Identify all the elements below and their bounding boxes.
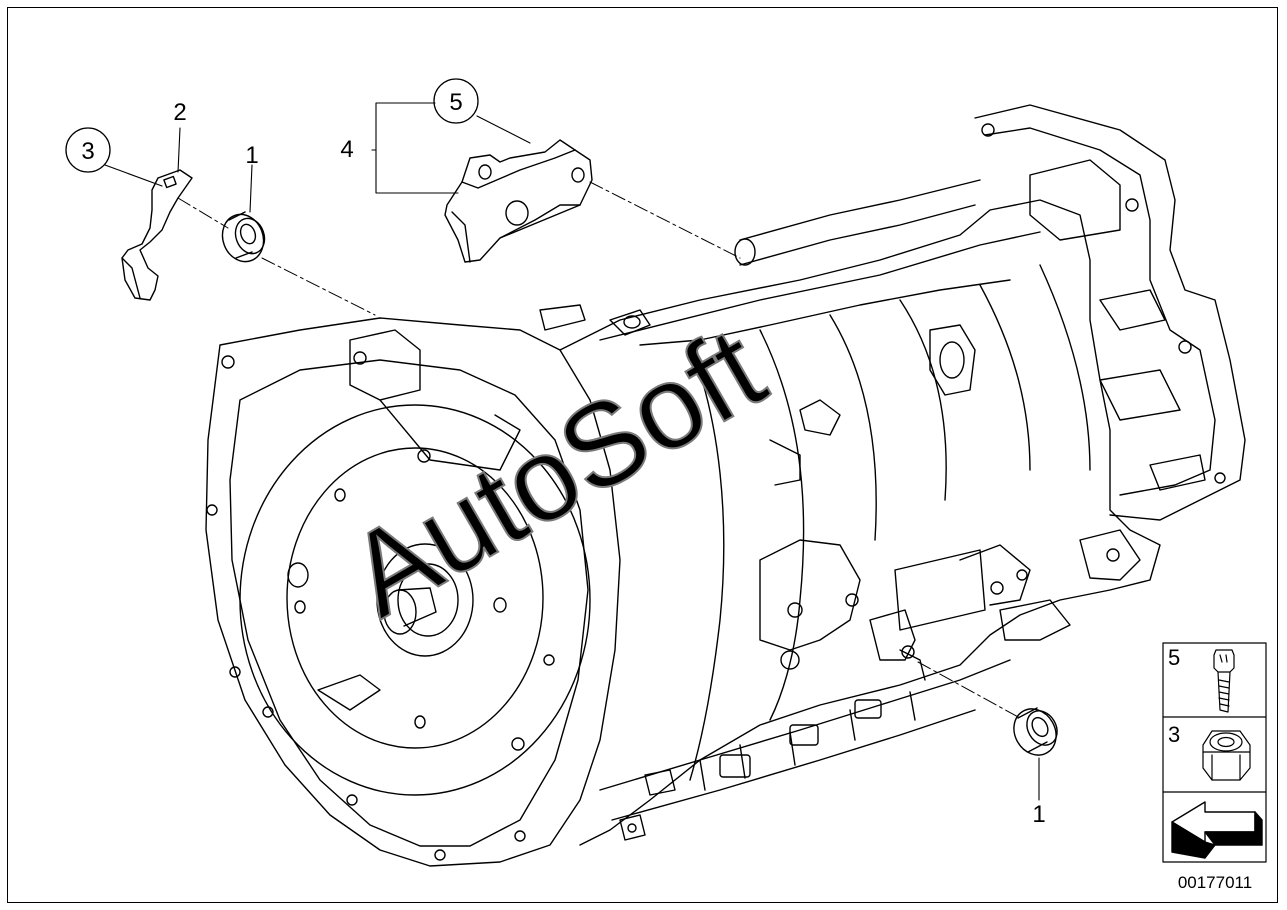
- callout-label-3: 3: [81, 138, 94, 165]
- seal-ring-upper: [221, 211, 266, 263]
- callout-label-2: 2: [173, 99, 186, 126]
- seal-ring-lower: [1013, 707, 1058, 756]
- bracket-part-2: [121, 169, 193, 301]
- arrow-icon: [1171, 801, 1263, 859]
- callout-label-4: 4: [340, 136, 353, 163]
- callout-circle-3: [65, 127, 111, 173]
- legend-label-5: 5: [1168, 645, 1180, 670]
- diagram-frame: [7, 7, 1278, 903]
- callout-circle-5: [433, 78, 479, 124]
- image-number: 00177011: [1178, 873, 1252, 892]
- legend-label-3: 3: [1168, 722, 1180, 747]
- bolt-icon: [1213, 649, 1235, 713]
- callout-label-5: 5: [449, 89, 462, 116]
- callout-label-1-upper: 1: [245, 142, 258, 169]
- callout-label-1-lower: 1: [1032, 801, 1045, 828]
- mount-bracket-part-4: [444, 139, 593, 263]
- watermark: AutoSoft: [326, 301, 786, 644]
- transmission-housing: [205, 104, 1246, 867]
- legend-box: [1162, 642, 1267, 863]
- leader-lines: [104, 102, 1040, 801]
- dash-dot-lines: [177, 181, 1021, 719]
- watermark-text: AutoSoft: [327, 302, 785, 643]
- hex-nut-icon: [1202, 730, 1251, 781]
